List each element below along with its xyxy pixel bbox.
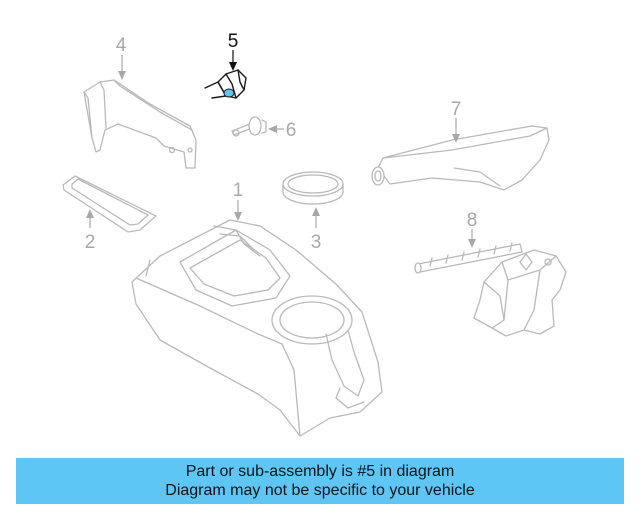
part-5-clip bbox=[204, 69, 247, 99]
banner-line-1: Part or sub-assembly is #5 in diagram bbox=[185, 463, 455, 480]
part-2-mat bbox=[62, 175, 157, 233]
callout-7: 7 bbox=[451, 99, 462, 120]
part-3-ring bbox=[282, 171, 344, 205]
callout-3: 3 bbox=[311, 232, 322, 253]
callout-2: 2 bbox=[85, 232, 96, 253]
part-8-shifter bbox=[414, 242, 567, 337]
callout-5: 5 bbox=[228, 31, 239, 52]
part-6-push-pin bbox=[231, 116, 267, 137]
banner-line-2: Diagram may not be specific to your vehi… bbox=[165, 482, 475, 499]
callout-4: 4 bbox=[116, 35, 127, 56]
callout-1: 1 bbox=[233, 180, 244, 201]
part-4-bracket bbox=[83, 79, 197, 169]
info-banner: Part or sub-assembly is #5 in diagram Di… bbox=[16, 458, 624, 504]
parts-diagram: 4 5 6 7 1 2 3 8 bbox=[62, 31, 567, 437]
part-1-console bbox=[131, 219, 383, 437]
part-7-handle bbox=[371, 125, 550, 191]
callout-8: 8 bbox=[467, 210, 478, 231]
callout-6: 6 bbox=[286, 120, 297, 141]
callout-leaders bbox=[86, 50, 476, 248]
